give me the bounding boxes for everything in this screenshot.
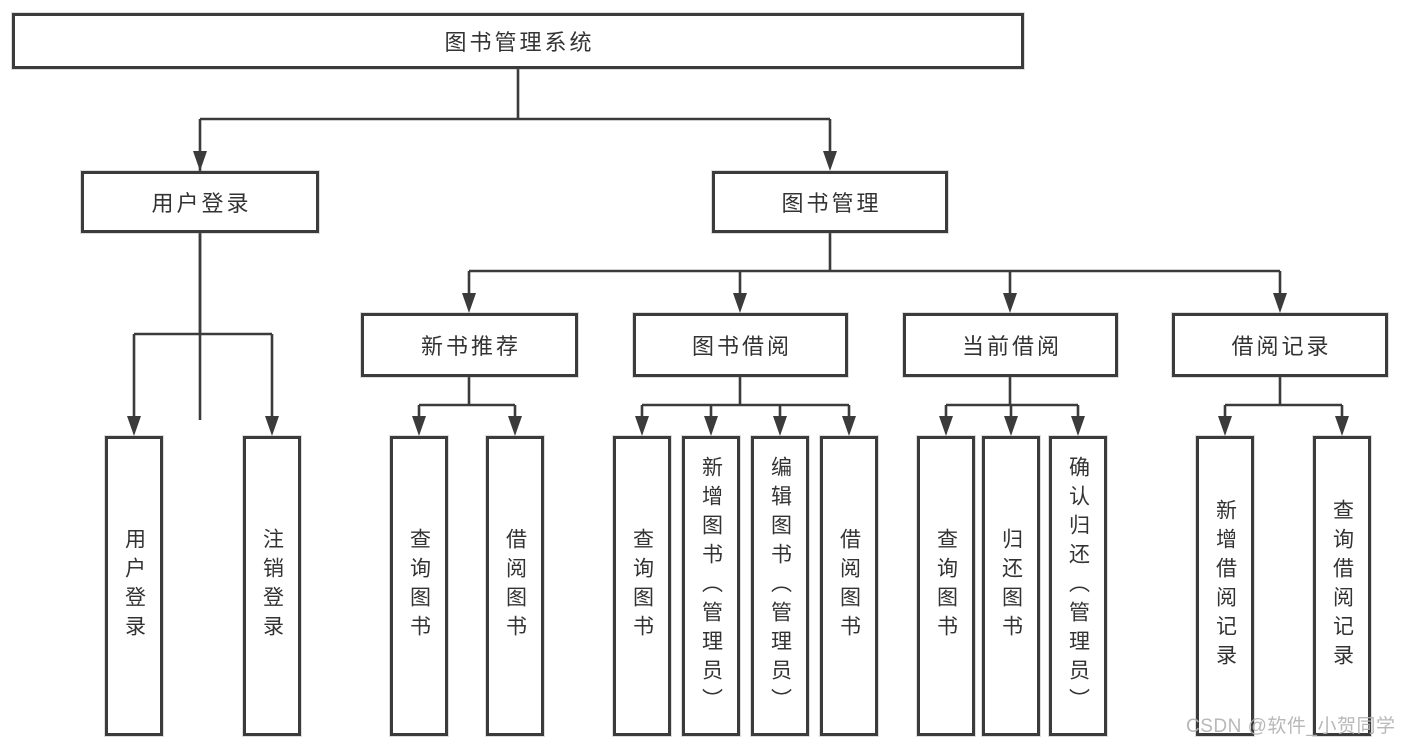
leaf-add-book-admin: 新增图书（管理员）	[682, 436, 740, 736]
node-user-login: 用户登录	[81, 171, 319, 233]
node-borrow-records: 借阅记录	[1172, 313, 1388, 377]
leaf-query-books-recommend: 查询图书	[390, 436, 448, 736]
node-label: 图书借阅	[691, 334, 792, 359]
leaf-logout: 注销登录	[243, 436, 301, 736]
node-label: 用户登录	[151, 191, 252, 216]
leaf-borrow-books-recommend: 借阅图书	[486, 436, 544, 736]
node-book-management: 图书管理	[712, 171, 948, 233]
node-label: 借阅图书	[503, 528, 527, 644]
node-label: 用户登录	[122, 528, 146, 644]
node-label: 归还图书	[999, 528, 1023, 644]
leaf-edit-book-admin: 编辑图书（管理员）	[751, 436, 809, 736]
node-label: 图书管理	[781, 191, 882, 216]
leaf-confirm-return-admin: 确认归还（管理员）	[1049, 436, 1107, 736]
node-label: 查询借阅记录	[1330, 499, 1354, 673]
node-label: 当前借阅	[961, 334, 1062, 359]
leaf-return-book: 归还图书	[982, 436, 1040, 736]
leaf-query-books-current: 查询图书	[917, 436, 975, 736]
node-label: 借阅记录	[1231, 334, 1332, 359]
node-book-borrow: 图书借阅	[633, 313, 848, 377]
node-label: 新增借阅记录	[1213, 499, 1237, 673]
node-label: 查询图书	[407, 528, 431, 644]
node-label: 新书推荐	[420, 334, 521, 359]
node-label: 注销登录	[260, 528, 284, 644]
node-current-borrow: 当前借阅	[903, 313, 1118, 377]
node-new-book-recommend: 新书推荐	[361, 313, 578, 377]
leaf-user-login: 用户登录	[105, 436, 163, 736]
node-label: 查询图书	[934, 528, 958, 644]
leaf-query-books-borrow: 查询图书	[613, 436, 671, 736]
node-label: 查询图书	[630, 528, 654, 644]
leaf-query-borrow-record: 查询借阅记录	[1313, 436, 1371, 736]
leaf-borrow-books: 借阅图书	[820, 436, 878, 736]
leaf-add-borrow-record: 新增借阅记录	[1196, 436, 1254, 736]
node-label: 确认归还（管理员）	[1066, 455, 1090, 717]
csdn-watermark: CSDN @软件_小贺同学	[1186, 716, 1396, 737]
node-label: 新增图书（管理员）	[699, 455, 723, 717]
node-label: 编辑图书（管理员）	[768, 455, 792, 717]
node-label: 图书管理系统	[444, 30, 595, 55]
node-root-system: 图书管理系统	[12, 13, 1024, 69]
node-label: 借阅图书	[837, 528, 861, 644]
